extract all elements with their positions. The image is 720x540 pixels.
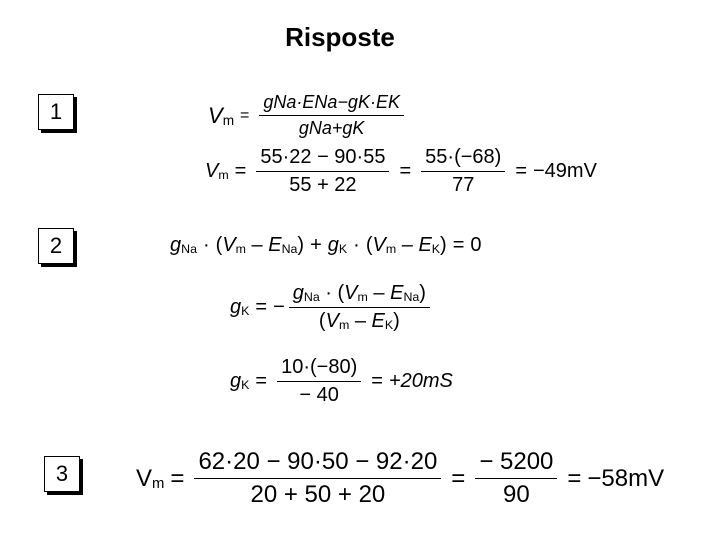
equation-2a: gNa · (Vm – ENa) + gK · (Vm – EK) = 0 — [170, 234, 482, 256]
equation-2c-fraction: 10·(−80) − 40 — [277, 356, 362, 407]
equation-3-result: −58mV — [587, 464, 665, 492]
equation-2c-denominator: − 40 — [299, 384, 339, 406]
answer-1-label: 1 — [38, 94, 74, 130]
equation-3-denominator-1: 20 + 50 + 20 — [250, 481, 386, 508]
answer-3-label: 3 — [44, 456, 80, 492]
equation-1b-result: −49mV — [533, 160, 597, 182]
equation-1b-denominator-1: 55 + 22 — [289, 174, 357, 196]
equation-3: Vm = 62·20 − 90·50 − 92·20 20 + 50 + 20 … — [136, 448, 665, 509]
answer-2-label: 2 — [38, 228, 74, 264]
equation-2c-numerator: 10·(−80) — [277, 356, 362, 382]
equation-1a-denominator: gNa+gK — [298, 118, 365, 138]
equation-3-denominator-2: 90 — [503, 481, 530, 508]
equation-3-numerator-1: 62·20 − 90·50 − 92·20 — [194, 448, 442, 479]
equation-1b-fraction-2: 55·(−68) 77 — [421, 146, 506, 197]
equation-2c-result: +20mS — [388, 370, 453, 392]
page-title: Risposte — [285, 22, 395, 52]
equation-2b: gK = − gNa · (Vm – ENa) (Vm – EK) — [230, 282, 434, 333]
equation-3-fraction-1: 62·20 − 90·50 − 92·20 20 + 50 + 20 — [194, 448, 442, 509]
equation-1a-fraction: gNa·ENa−gK·EK gNa+gK — [259, 92, 404, 139]
equation-1a: Vm = gNa·ENa−gK·EK gNa+gK — [208, 92, 408, 139]
equation-3-numerator-2: − 5200 — [475, 448, 558, 479]
equation-3-fraction-2: − 5200 90 — [475, 448, 558, 509]
equation-1b-numerator-2: 55·(−68) — [421, 146, 506, 172]
equation-1b-fraction-1: 55·22 − 90·55 55 + 22 — [256, 146, 390, 197]
equation-2b-fraction: gNa · (Vm – ENa) (Vm – EK) — [288, 282, 430, 333]
equation-1b: Vm = 55·22 − 90·55 55 + 22 = 55·(−68) 77… — [205, 146, 597, 197]
equation-1b-numerator-1: 55·22 − 90·55 — [256, 146, 390, 172]
equation-1a-numerator: gNa·ENa−gK·EK — [259, 92, 404, 116]
equation-2c: gK = 10·(−80) − 40 = +20mS — [230, 356, 453, 407]
equation-2a-rhs: 0 — [470, 234, 482, 256]
equation-1b-denominator-2: 77 — [452, 174, 475, 196]
